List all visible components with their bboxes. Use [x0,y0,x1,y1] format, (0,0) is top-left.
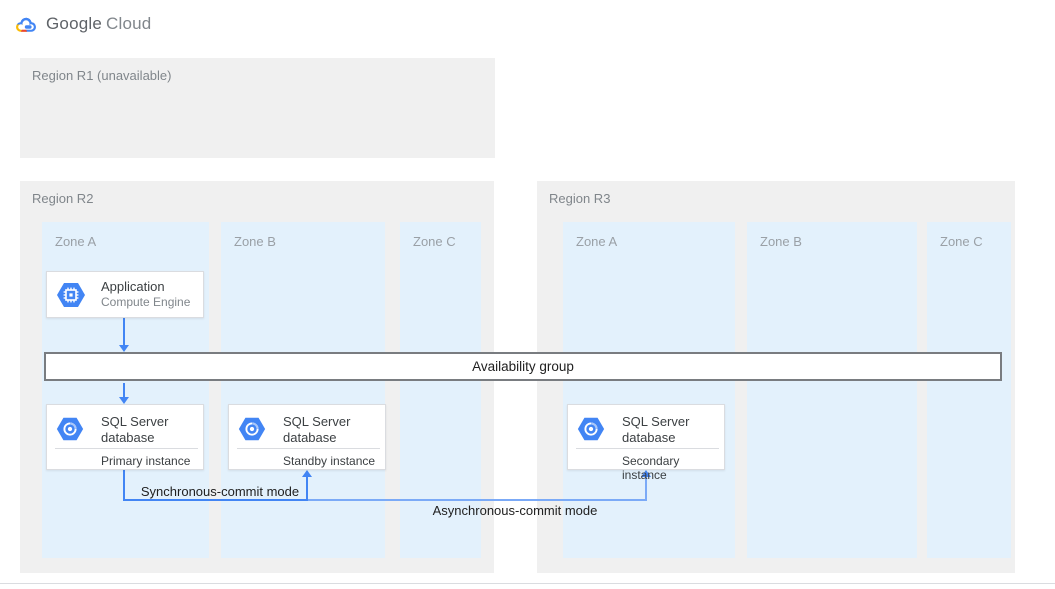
sync-arrowhead-icon [302,470,312,477]
region-r3-label: Region R3 [549,191,611,206]
sql-card-title: SQL Server database [283,414,351,445]
region-r3-zone-a: Zone A [563,222,735,558]
application-subtitle: Compute Engine [101,295,191,309]
async-path-up-line [645,477,647,501]
brand-google: Google [46,14,103,33]
application-card: Application Compute Engine [46,271,204,318]
divider [576,448,719,449]
sql-instance-label: Standby instance [283,454,376,468]
zone-label: Zone A [576,234,618,249]
group-to-primary-line [123,383,125,397]
async-arrowhead-icon [641,470,651,477]
sql-primary-card: SQL Server database Primary instance [46,404,204,470]
region-r2-zone-b: Zone B [221,222,385,558]
brand-cloud: Cloud [106,14,152,33]
sync-commit-label: Synchronous-commit mode [140,484,300,499]
cloud-sql-icon [238,417,266,441]
compute-engine-icon [57,282,85,307]
sql-standby-card: SQL Server database Standby instance [228,404,386,470]
sql-card-title: SQL Server database [101,414,169,445]
region-r1-label: Region R1 (unavailable) [32,68,172,83]
cloud-sql-icon [577,417,605,441]
sql-secondary-card: SQL Server database Secondary instance [567,404,725,482]
region-r2-zone-c: Zone C [400,222,481,558]
zone-label: Zone B [760,234,802,249]
sql-instance-label: Primary instance [101,454,191,468]
availability-group-label: Availability group [472,359,574,374]
region-r1: Region R1 (unavailable) [20,58,495,158]
sync-path-down-line [123,470,125,501]
app-to-group-arrowhead-icon [119,345,129,352]
zone-label: Zone C [413,234,456,249]
group-to-primary-arrowhead-icon [119,397,129,404]
sql-card-title: SQL Server database [622,414,690,445]
sync-path-up-line [306,477,308,501]
cloud-sql-icon [56,417,84,441]
region-r3-zone-c: Zone C [927,222,1011,558]
zone-label: Zone C [940,234,983,249]
application-title: Application [101,279,165,294]
app-to-group-line [123,318,125,346]
zone-label: Zone B [234,234,276,249]
sync-path-horizontal-line [123,499,308,501]
async-path-horizontal-line [308,499,646,501]
divider [55,448,198,449]
google-cloud-logo-icon [16,17,36,32]
zone-label: Zone A [55,234,97,249]
region-r3-zone-b: Zone B [747,222,917,558]
bottom-divider [0,583,1055,584]
availability-group-bar: Availability group [44,352,1002,381]
region-r2-label: Region R2 [32,191,94,206]
async-commit-label: Asynchronous-commit mode [432,503,598,518]
sql-instance-label: Secondary instance [622,454,680,482]
divider [237,448,380,449]
